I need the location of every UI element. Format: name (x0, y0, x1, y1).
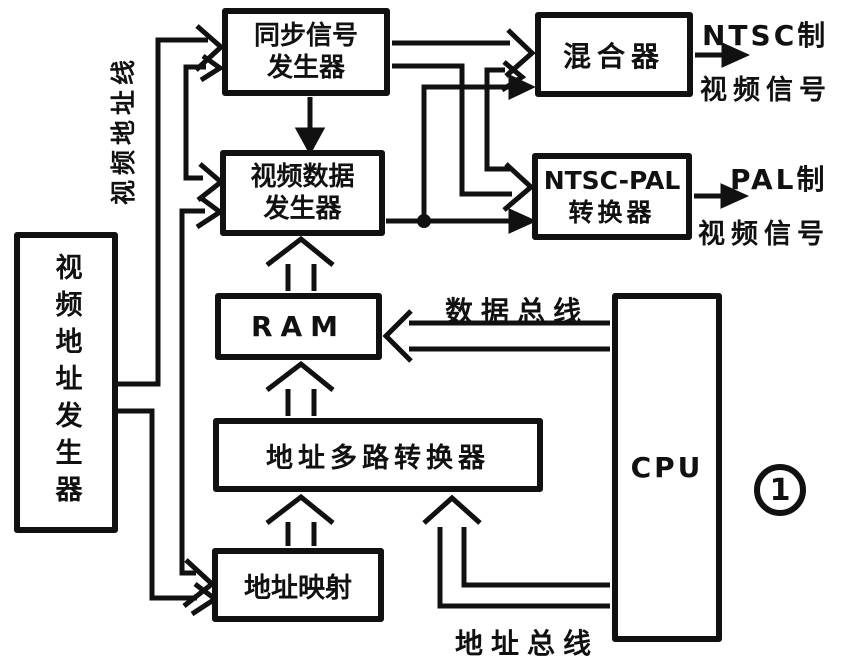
video-address-generator-label: 视频地址发生器 (50, 253, 82, 512)
mixer-label: 混合器 (562, 39, 665, 73)
address-multiplexer-label: 地址多路转换器 (266, 442, 490, 474)
wire-video-address-to-mapping (118, 408, 220, 617)
video-address-line-label: 视频地址线 (109, 55, 138, 206)
wire-ram-to-videodata (265, 235, 335, 291)
wire-converter-output (694, 183, 750, 209)
wire-videodata-input2-mapping-input1 (179, 195, 225, 608)
ntsc-pal-converter-box: NTSC-PAL 转换器 (532, 153, 692, 240)
cpu-box: CPU (612, 293, 722, 642)
wire-sync-to-videodata (294, 97, 326, 156)
wire-video-address-to-sync (118, 24, 225, 387)
wire-data-bus (382, 309, 610, 363)
address-mapping-box: 地址映射 (212, 548, 384, 622)
figure-number-badge: 1 (754, 464, 806, 516)
ntsc-output-label-line2: 视频信号 (700, 75, 832, 106)
wire-multiplexer-to-ram (265, 360, 335, 416)
address-bus-label: 地址总线 (455, 627, 600, 660)
ram-label: RAM (250, 310, 347, 343)
mixer-box: 混合器 (535, 12, 693, 97)
video-data-generator-label-line2: 发生器 (263, 194, 342, 224)
wire-videodata-to-converter-and-mixer (386, 74, 538, 234)
sync-generator-label-line1: 同步信号 (253, 20, 358, 51)
sync-generator-label-line2: 发生器 (266, 53, 345, 83)
cpu-label: CPU (630, 451, 704, 484)
wire-sync-to-converter (392, 63, 535, 212)
address-multiplexer-box: 地址多路转换器 (213, 418, 543, 492)
address-mapping-label: 地址映射 (244, 572, 352, 604)
pal-output-label-line1: PAL制 (730, 163, 828, 196)
junction-dot (417, 214, 431, 228)
video-address-generator-box: 视频地址发生器 (14, 232, 118, 533)
converter-label-line1: NTSC-PAL (543, 166, 681, 196)
ntsc-output-label-line1: NTSC制 (702, 19, 829, 52)
wire-mixer-output (695, 42, 751, 68)
sync-signal-generator-box: 同步信号 发生器 (222, 8, 390, 96)
wire-mapping-to-multiplexer (265, 493, 335, 546)
pal-output-label-line2: 视频信号 (698, 219, 830, 250)
video-data-generator-box: 视频数据 发生器 (220, 150, 385, 236)
wire-address-bus (422, 494, 610, 609)
converter-label-line2: 转换器 (568, 197, 656, 227)
wire-sync-input2-videodata-input1 (183, 53, 225, 202)
figure-number: 1 (769, 472, 791, 508)
data-bus-label: 数据总线 (445, 295, 590, 328)
video-data-generator-label-line1: 视频数据 (250, 161, 355, 192)
ram-box: RAM (215, 293, 382, 360)
